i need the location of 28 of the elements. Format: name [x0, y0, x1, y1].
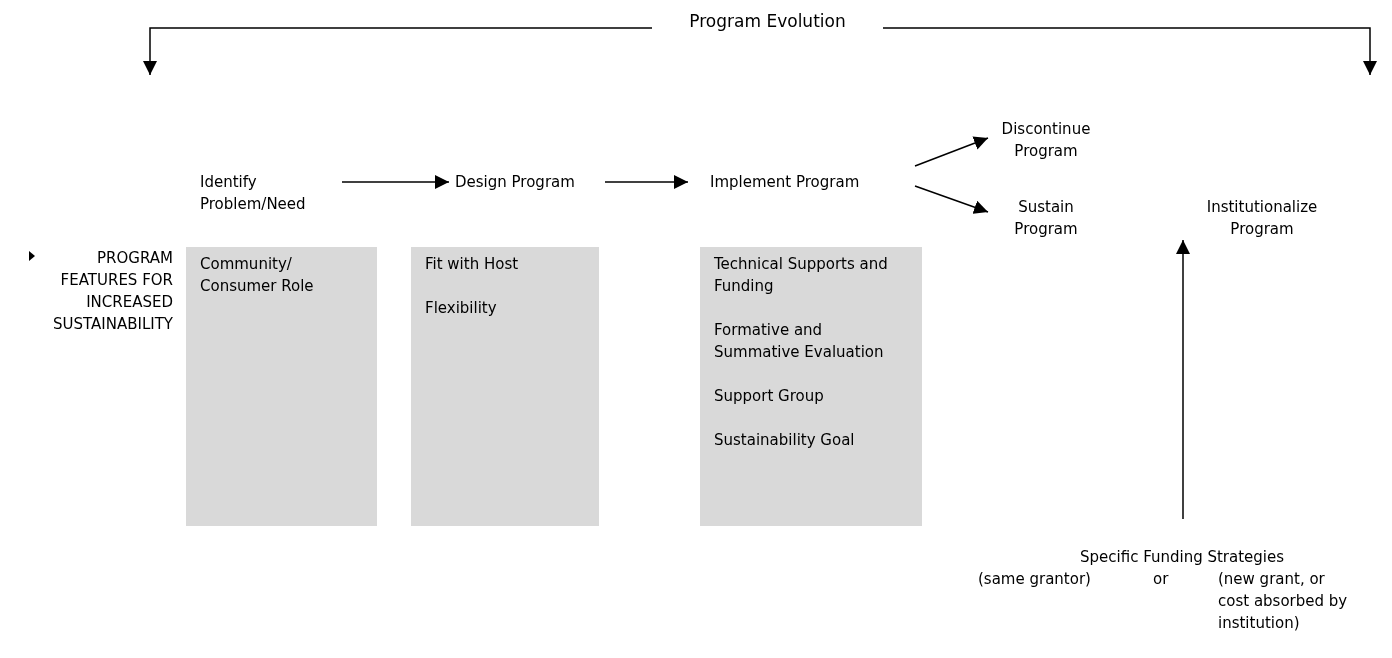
grantor-note: (same grantor) — [978, 569, 1091, 590]
arrow — [1176, 239, 1190, 520]
feature-text: Support Group — [714, 386, 825, 407]
feature-panel — [411, 247, 599, 526]
stage-label: Institutionalize Program — [1176, 196, 1348, 240]
stage-label: Implement Program — [710, 171, 915, 193]
arrow — [143, 27, 653, 76]
feature-panel — [700, 247, 922, 526]
arrow — [341, 175, 450, 189]
arrow — [914, 185, 989, 214]
arrow — [914, 136, 989, 167]
alternative-note: (new grant, or cost absorbed by institution) — [1218, 569, 1348, 634]
feature-text: Flexibility — [425, 298, 498, 319]
arrow — [882, 27, 1377, 76]
feature-text: Community/ Consumer Role — [200, 254, 315, 297]
stage-label: Design Program — [455, 171, 597, 193]
arrow — [604, 175, 689, 189]
feature-panel — [186, 247, 377, 526]
row-heading: PROGRAM FEATURES FOR INCREASED SUSTAINABILITY — [52, 248, 173, 335]
feature-text: Sustainability Goal — [714, 430, 856, 451]
stage-label: Identify Problem/Need — [200, 171, 340, 215]
stage-label: Discontinue Program — [988, 118, 1104, 162]
feature-text: Formative and Summative Evaluation — [714, 320, 885, 363]
or-text: or — [1153, 569, 1169, 590]
feature-text: Fit with Host — [425, 254, 520, 275]
feature-text: Technical Supports and Funding — [714, 254, 889, 297]
funding-title: Specific Funding Strategies — [1080, 547, 1285, 568]
stage-label: Sustain Program — [988, 196, 1104, 240]
